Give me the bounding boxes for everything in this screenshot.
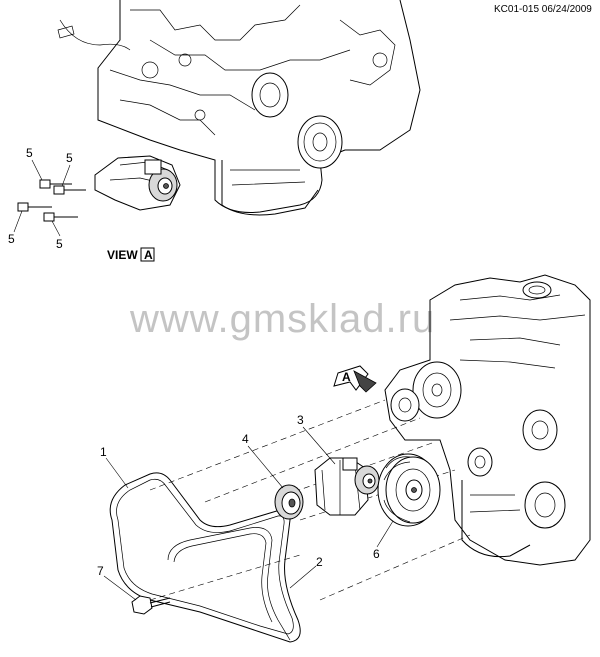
document-id-stamp: KC01-015 06/24/2009 xyxy=(494,4,592,15)
idler-pulley xyxy=(274,484,304,520)
main-callouts: 1 2 3 4 6 7 xyxy=(97,413,394,601)
watermark: www.gmsklad.ru xyxy=(129,297,435,341)
callout-belt-inner: 2 xyxy=(316,555,323,569)
callout-5: 5 xyxy=(66,151,73,165)
view-a-tensioner-assembly xyxy=(94,155,181,211)
callout-crank-pulley: 6 xyxy=(373,547,380,561)
callout-belt: 1 xyxy=(100,445,107,459)
arrow-letter: A xyxy=(342,370,351,384)
view-label-text: VIEW xyxy=(107,248,138,262)
tensioner-assembly xyxy=(314,457,380,516)
main-engine-illustration xyxy=(384,274,591,566)
callout-5: 5 xyxy=(26,146,33,160)
callout-idler-pulley: 4 xyxy=(242,432,249,446)
view-a-engine-illustration xyxy=(57,0,421,216)
crankshaft-pulley xyxy=(377,453,441,527)
view-a-bolt xyxy=(43,212,78,222)
view-a-bolts xyxy=(17,179,86,222)
drive-belt xyxy=(109,472,301,643)
callout-5: 5 xyxy=(8,232,15,246)
callout-bolt: 7 xyxy=(97,564,104,578)
view-a-bolt xyxy=(53,185,86,195)
callout-5: 5 xyxy=(56,237,63,251)
view-label-box xyxy=(140,247,155,262)
drive-belt-inner xyxy=(167,527,291,641)
view-a-label: VIEW A xyxy=(107,247,155,262)
view-a-bolt xyxy=(39,179,72,189)
view-a-callouts: 5 5 5 5 xyxy=(8,146,73,251)
view-direction-arrow: A xyxy=(333,365,377,393)
pulley-bolt xyxy=(131,595,171,615)
view-a-bolt xyxy=(17,202,52,212)
view-label-letter: A xyxy=(144,248,153,262)
callout-tensioner: 3 xyxy=(297,413,304,427)
